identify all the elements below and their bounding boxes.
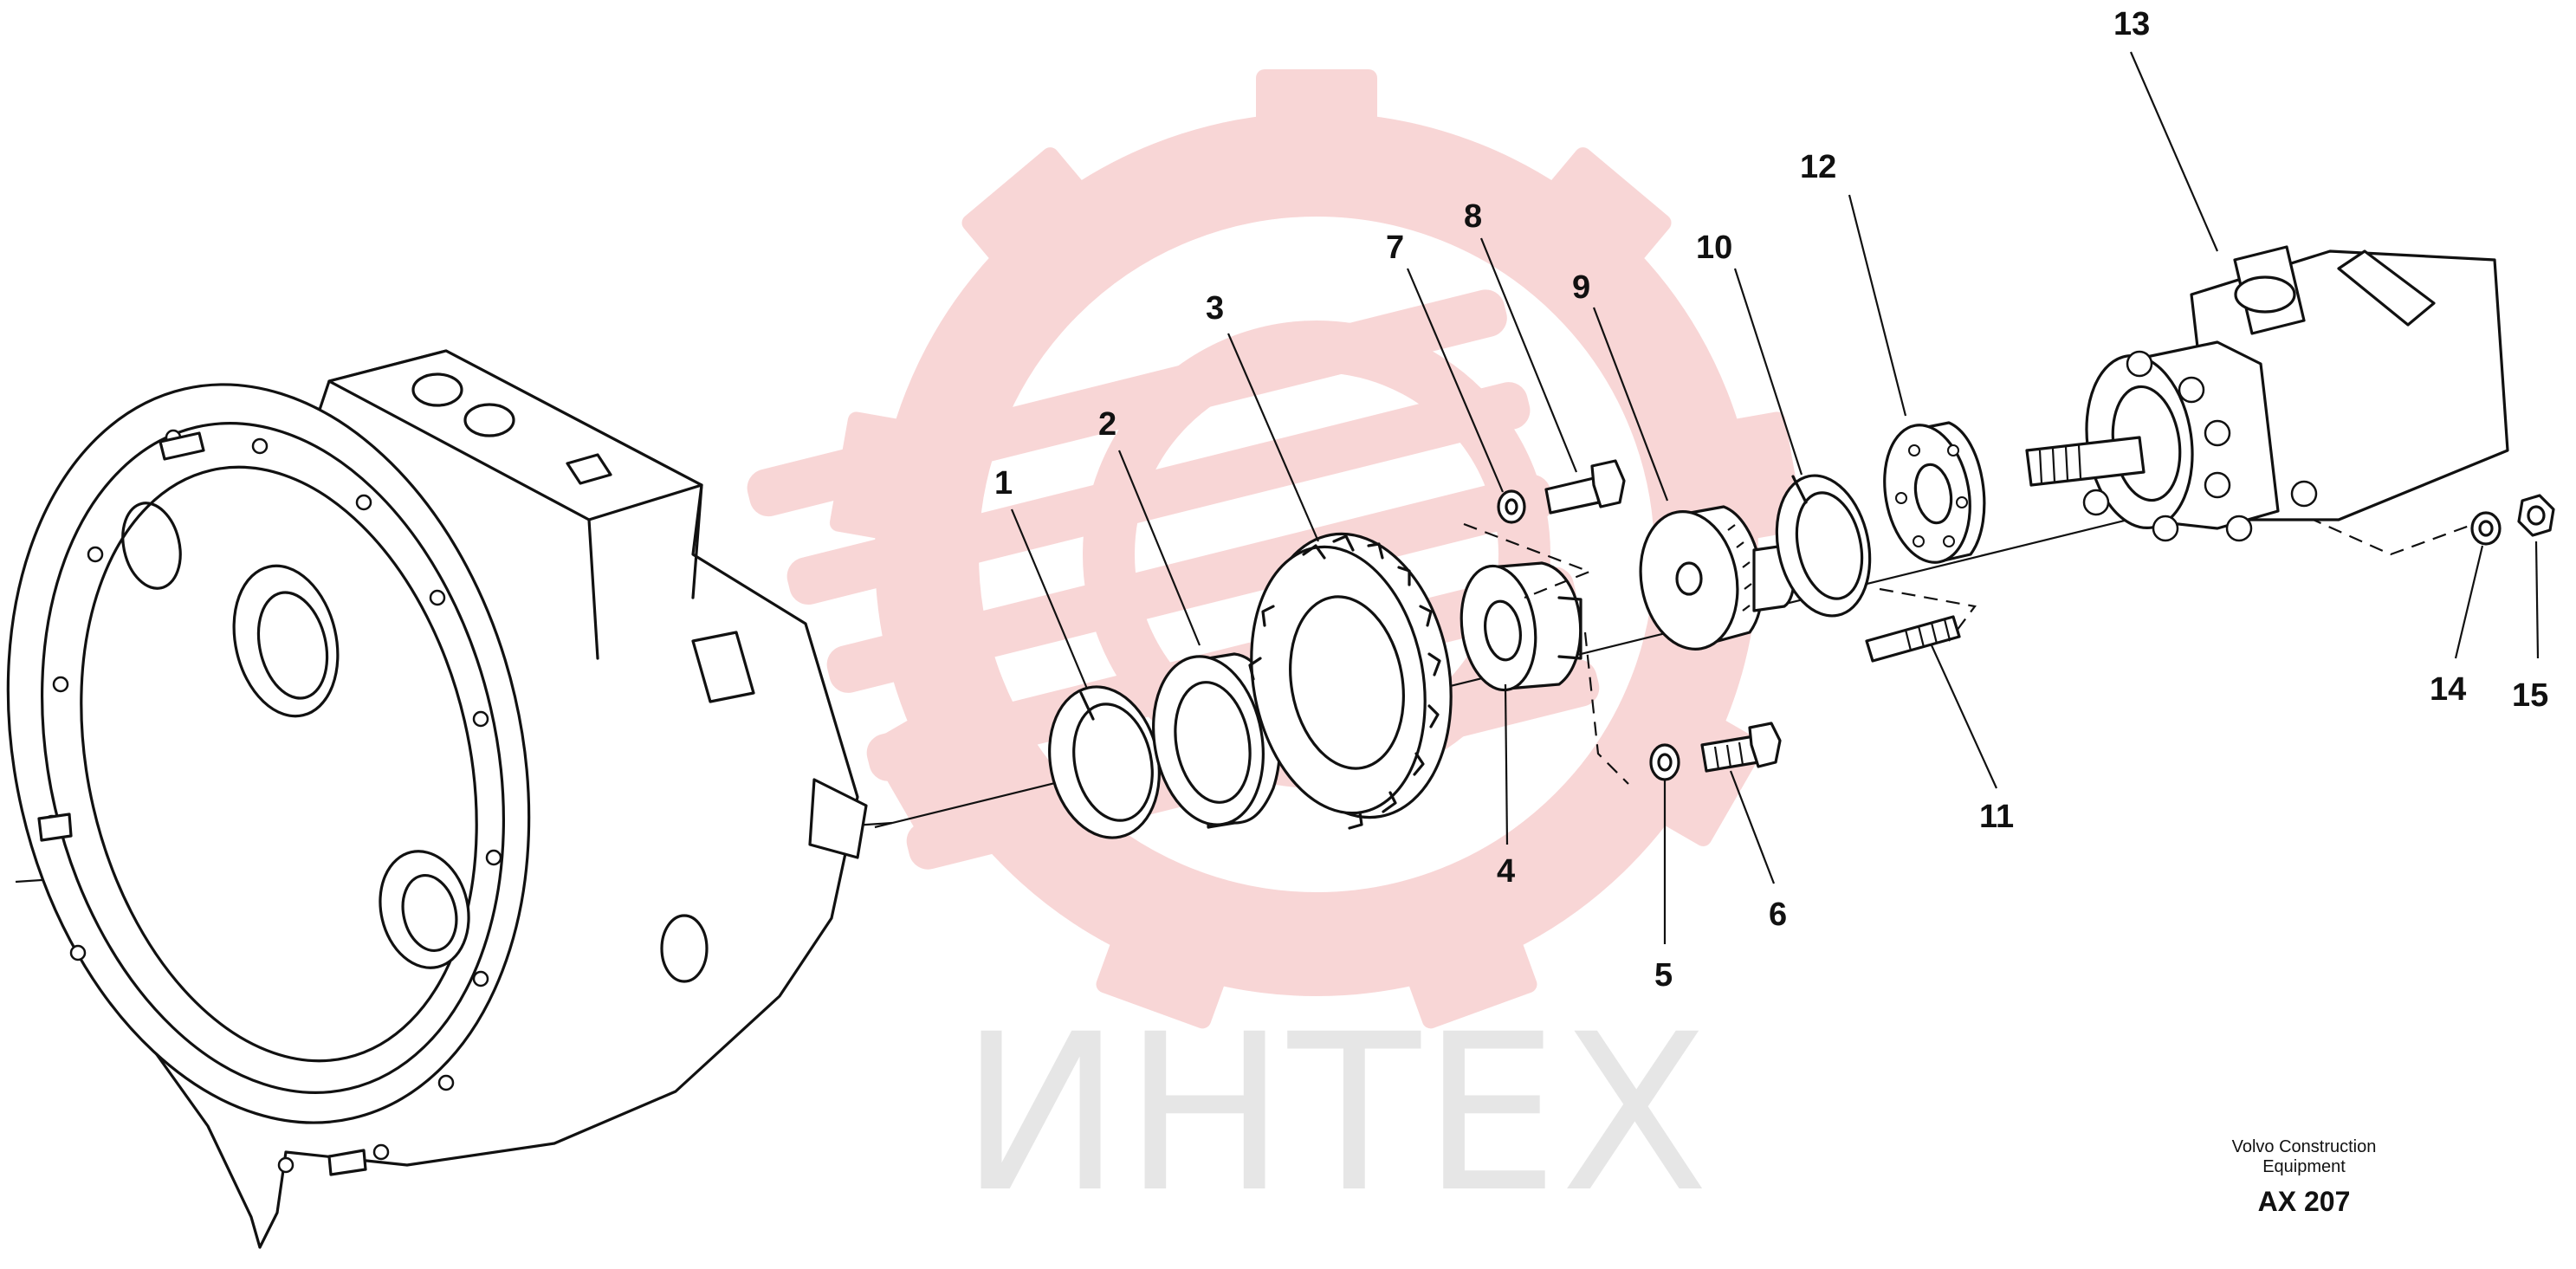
callout-3: 3 bbox=[1206, 290, 1224, 327]
part-15-nut bbox=[2517, 494, 2555, 537]
part-14-washer bbox=[2470, 511, 2502, 546]
credit-block: Volvo Construction Equipment AX 207 bbox=[2232, 1137, 2377, 1217]
transmission-housing bbox=[6, 349, 868, 1249]
callout-6: 6 bbox=[1769, 897, 1787, 933]
callout-12: 12 bbox=[1800, 149, 1836, 185]
callout-11: 11 bbox=[1979, 799, 2014, 835]
part-5-washer bbox=[1649, 743, 1680, 781]
callout-10: 10 bbox=[1696, 230, 1732, 266]
part-10-circlip bbox=[1775, 474, 1872, 618]
callout-5: 5 bbox=[1654, 957, 1673, 994]
callout-13: 13 bbox=[2113, 6, 2150, 42]
callout-15: 15 bbox=[2512, 677, 2548, 714]
part-7-washer bbox=[1497, 489, 1526, 524]
leader-lines bbox=[1010, 51, 2540, 944]
callout-2: 2 bbox=[1098, 406, 1116, 443]
part-6-bolt bbox=[1700, 722, 1782, 773]
part-12-plate bbox=[1883, 421, 1986, 564]
credit-line-2: Equipment bbox=[2262, 1157, 2346, 1176]
callout-9: 9 bbox=[1572, 269, 1590, 306]
callout-labels: 1 2 3 4 5 6 7 8 9 10 11 12 13 14 15 bbox=[994, 6, 2548, 994]
part-8-bolt bbox=[1544, 459, 1626, 515]
part-3-gear bbox=[1248, 532, 1453, 830]
callout-1: 1 bbox=[994, 465, 1013, 502]
part-4-hub bbox=[1460, 561, 1582, 692]
part-11-stud bbox=[1865, 615, 1961, 663]
figure-code: AX 207 bbox=[2258, 1186, 2351, 1217]
callout-4: 4 bbox=[1497, 853, 1515, 890]
part-1-snap-ring bbox=[1048, 685, 1161, 839]
callout-8: 8 bbox=[1464, 198, 1482, 235]
credit-line-1: Volvo Construction bbox=[2232, 1137, 2377, 1156]
watermark-text: ИНТЕХ bbox=[960, 987, 1711, 1240]
part-9-flange bbox=[1639, 505, 1796, 651]
callout-7: 7 bbox=[1386, 230, 1404, 266]
callout-14: 14 bbox=[2430, 671, 2466, 708]
part-13-pump bbox=[2025, 245, 2509, 542]
